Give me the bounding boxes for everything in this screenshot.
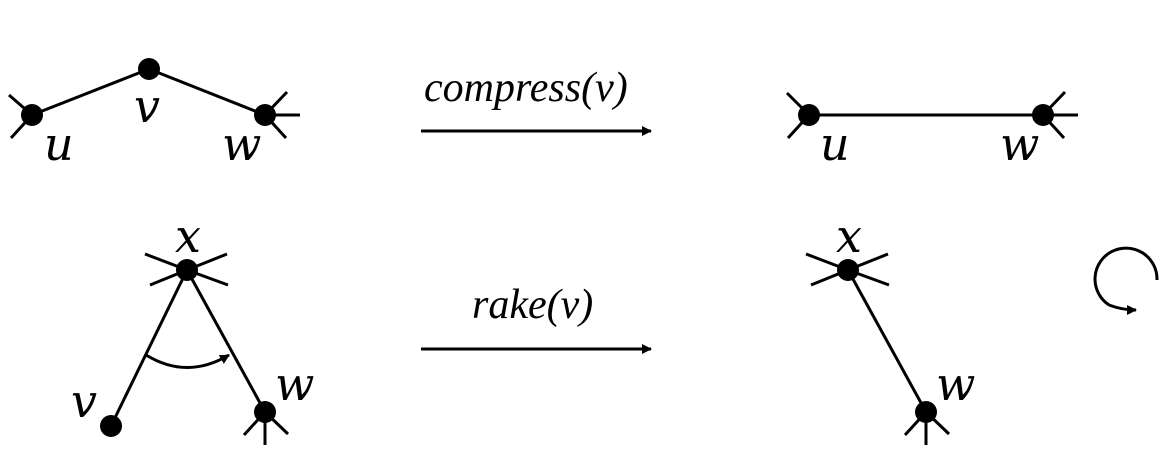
node-v (138, 58, 160, 80)
label-x: x (836, 209, 862, 263)
label-v: v (134, 79, 160, 133)
edge-x-w (185, 269, 267, 413)
rake-operation-label: rake(v) (472, 282, 593, 328)
node-w (915, 401, 937, 423)
node-u (798, 104, 820, 126)
edge-u-v (31, 67, 150, 117)
label-w: w (936, 357, 975, 411)
label-w: w (275, 357, 314, 411)
node-w (254, 401, 276, 423)
clockwise-circular-arrow-icon (1093, 246, 1159, 315)
compress-before-graph: u v w (8, 58, 300, 171)
rotation-arc-arrow (145, 353, 230, 369)
label-w: w (222, 117, 261, 171)
compress-operation-label: compress(v) (424, 65, 628, 111)
node-v (100, 415, 122, 437)
node-x (176, 259, 198, 281)
label-u: u (820, 117, 850, 171)
rake-after-graph: x w (805, 209, 975, 445)
compress-transform: compress(v) (421, 65, 652, 136)
node-u (21, 104, 43, 126)
edge-v-w (148, 67, 266, 117)
rake-before-graph: x v w (71, 209, 314, 445)
edge-x-v (109, 269, 189, 427)
node-x (837, 259, 859, 281)
compress-after-graph: u w (785, 90, 1078, 171)
rake-transform: rake(v) (421, 282, 652, 354)
label-x: x (175, 209, 201, 263)
edge-x-w (846, 269, 928, 413)
node-w (254, 104, 276, 126)
node-w (1032, 104, 1054, 126)
label-u: u (44, 117, 74, 171)
label-w: w (1000, 117, 1039, 171)
label-v: v (71, 374, 97, 428)
